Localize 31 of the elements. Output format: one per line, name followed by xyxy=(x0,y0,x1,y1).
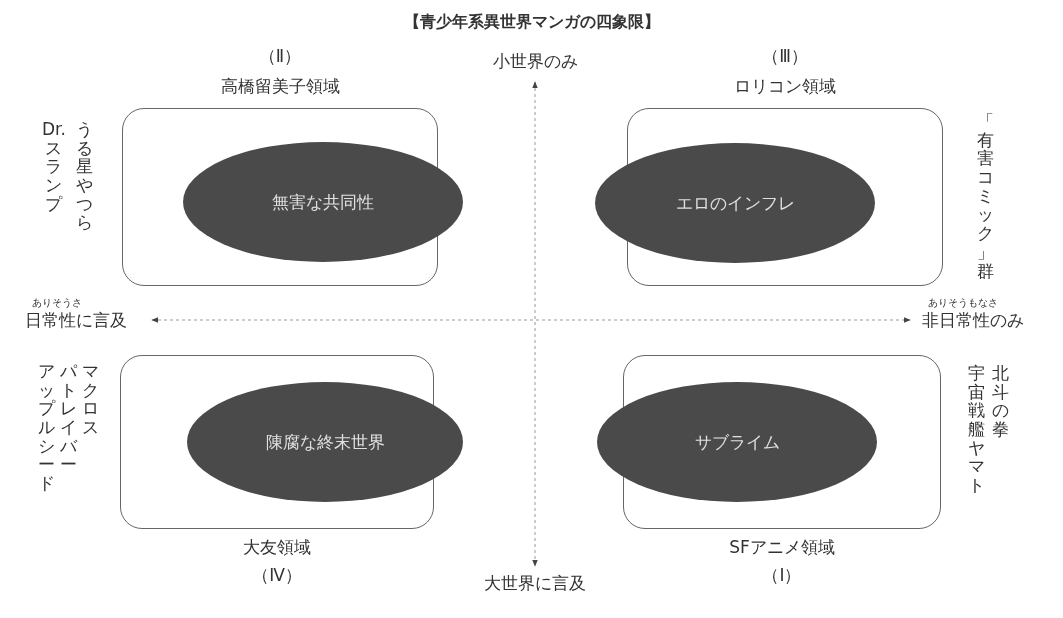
title-list: 宇宙戦艦ヤマト xyxy=(966,364,987,495)
axis-label: 小世界のみ xyxy=(492,50,578,73)
title-list: うる星やつら xyxy=(74,120,95,233)
ellipse-label: エロのインフレ xyxy=(675,191,795,215)
title-list: 「有害コミック」群 xyxy=(975,112,996,281)
ellipse xyxy=(597,382,877,502)
axis-label: 大世界に言及 xyxy=(484,572,586,595)
ellipse xyxy=(187,382,463,502)
quadrant-number: （Ⅲ） xyxy=(761,45,809,68)
title-list: パトレイバー xyxy=(58,362,79,475)
ruby-text: ありそうもなさ xyxy=(928,296,998,310)
ellipse-label: 陳腐な終末世界 xyxy=(265,430,385,454)
ellipse-label: サブライム xyxy=(694,430,780,454)
ellipse xyxy=(595,143,875,263)
region-heading: ロリコン領域 xyxy=(733,75,837,98)
axis-label: 日常性に言及 xyxy=(25,309,127,332)
title-list: アップルシード xyxy=(36,362,57,493)
region-heading: 高橋留美子領域 xyxy=(219,75,341,98)
axis-label: 非日常性のみ xyxy=(922,309,1024,332)
ruby-text: ありそうさ xyxy=(32,296,82,310)
title-list: Dr.スランプ xyxy=(42,120,66,214)
quadrant-number: （Ⅱ） xyxy=(257,45,303,68)
ellipse xyxy=(183,142,463,262)
quadrant-number: （Ⅳ） xyxy=(251,564,303,587)
ellipse-label: 無害な共同性 xyxy=(272,190,374,214)
region-heading: 大友領域 xyxy=(242,536,312,559)
quadrant-number: （Ⅰ） xyxy=(761,564,803,587)
title-list: 北斗の拳 xyxy=(990,364,1011,439)
title-list: マクロス xyxy=(80,362,101,437)
region-heading: SFアニメ領域 xyxy=(728,536,836,559)
diagram-title: 【青少年系異世界マンガの四象限】 xyxy=(402,12,661,33)
